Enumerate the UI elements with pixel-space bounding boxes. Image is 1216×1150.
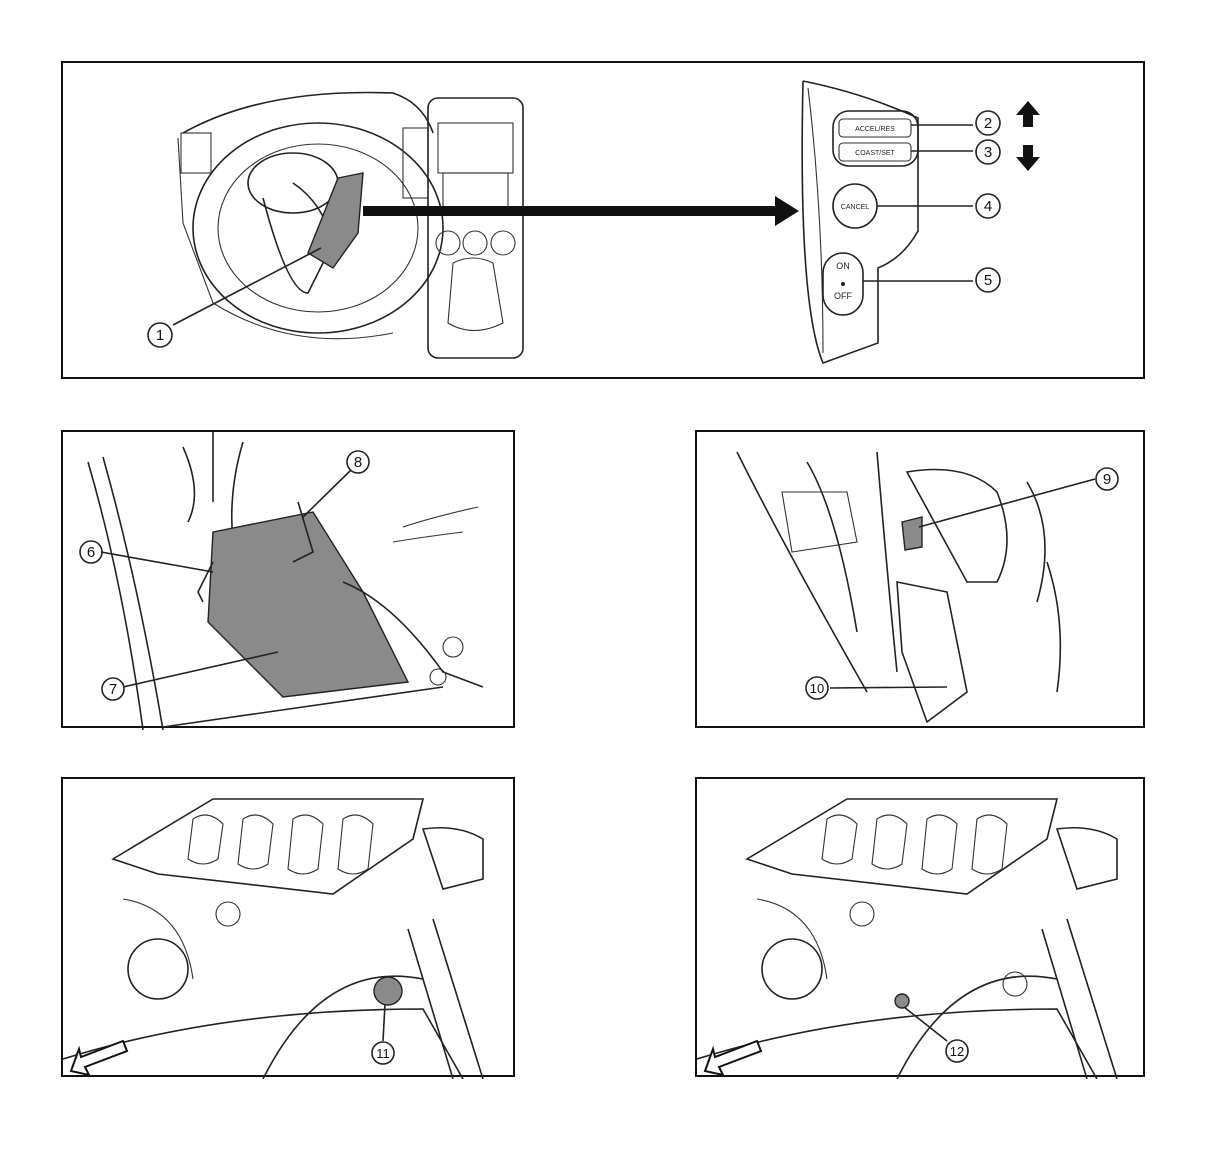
accel-res-label: ACCEL/RES	[855, 126, 895, 133]
front-direction-arrow-icon	[703, 1039, 763, 1077]
cancel-label: CANCEL	[841, 204, 870, 211]
engine-room-left-drawing: 11	[63, 798, 484, 1079]
engine-room-left-panel: 11	[61, 777, 515, 1079]
highlighted-switch-area	[307, 172, 364, 269]
off-label: OFF	[834, 291, 852, 301]
brake-switch-panel: 9 10	[695, 430, 1145, 728]
brake-switch-drawing: 9 10	[736, 451, 1119, 724]
highlighted-sensor	[373, 976, 403, 1006]
coast-set-label: COAST/SET	[855, 150, 895, 157]
accel-coast-switch-housing	[832, 110, 919, 167]
coast-set-button[interactable]	[838, 142, 912, 162]
engine-room-right-drawing: 12	[697, 798, 1118, 1079]
steering-wheel-switch-panel: 1 2 3 4 5 ACCEL/RES COAST/SET CANCEL ON …	[61, 61, 1145, 379]
callout-2: 2	[984, 115, 992, 132]
callout-10: 10	[810, 681, 824, 696]
highlighted-connector	[894, 993, 910, 1009]
pedal-sensor-drawing: 6 7 8	[79, 432, 484, 730]
up-arrow-icon	[1016, 101, 1040, 127]
callout-1: 1	[156, 327, 164, 344]
callout-4: 4	[984, 198, 992, 215]
highlighted-sensor-cover	[207, 511, 410, 698]
callout-7: 7	[109, 681, 117, 698]
steering-wheel	[192, 122, 444, 334]
center-console	[427, 97, 524, 359]
callout-8: 8	[354, 454, 362, 471]
main-switch-button[interactable]	[822, 252, 864, 316]
callout-3: 3	[984, 144, 992, 161]
pointer-arrow-icon	[363, 196, 799, 226]
callout-9: 9	[1103, 471, 1111, 488]
engine-room-right-panel: 12	[695, 777, 1145, 1079]
highlighted-brake-switch	[901, 516, 923, 551]
callout-6: 6	[87, 544, 95, 561]
steering-wheel-drawing: 1 2 3 4 5 ACCEL/RES COAST/SET CANCEL ON …	[147, 80, 1040, 365]
down-arrow-icon	[1016, 145, 1040, 171]
pedal-sensor-panel: 6 7 8	[61, 430, 515, 730]
on-label: ON	[836, 261, 850, 271]
callout-5: 5	[984, 272, 992, 289]
callout-12: 12	[950, 1044, 964, 1059]
callout-11: 11	[376, 1046, 390, 1061]
front-direction-arrow-icon	[69, 1039, 129, 1077]
accel-res-button[interactable]	[838, 118, 912, 138]
